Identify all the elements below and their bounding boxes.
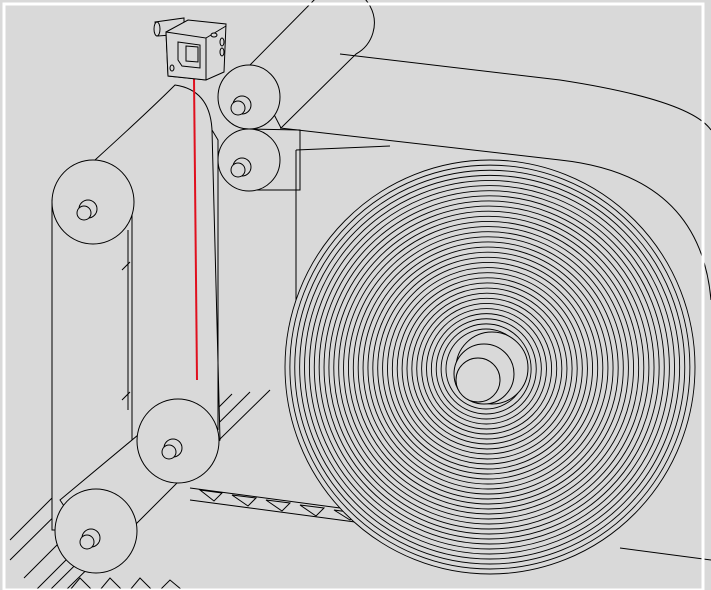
roll-turn: [343, 221, 634, 515]
roll-turn: [367, 246, 609, 490]
roll-turn: [406, 287, 568, 450]
roll-turn: [435, 318, 537, 420]
roll-turn: [426, 308, 547, 430]
roll-turn: [440, 323, 532, 415]
roll-turn: [391, 272, 583, 465]
web-column: [51, 84, 221, 531]
guide-roller-lower-left: [54, 488, 138, 574]
roll-turn: [430, 313, 542, 425]
roll-turn: [362, 241, 614, 495]
roll-turn: [347, 226, 629, 510]
roll-core: [453, 331, 529, 405]
roll-turn: [289, 164, 691, 570]
guide-roller-lower-middle: [136, 398, 220, 484]
roll-turn: [372, 251, 604, 485]
roll-turn: [357, 236, 619, 500]
roll-turn: [333, 210, 645, 525]
roll-turn: [308, 185, 670, 550]
roll-turn: [377, 256, 599, 480]
roll-turn: [299, 174, 681, 560]
conveyor-teeth: [69, 489, 357, 590]
roll-turn: [352, 231, 624, 505]
distance-sensor: [153, 17, 227, 81]
guide-roller-middle: [217, 128, 301, 192]
roll-turn: [294, 169, 686, 565]
roll-turn: [401, 282, 573, 455]
roll-turn: [318, 195, 660, 540]
roll-turn: [387, 267, 588, 470]
roll-turn: [328, 205, 650, 530]
roll-turn: [304, 180, 675, 555]
roll-turn: [396, 277, 578, 460]
roll-turn: [411, 292, 563, 445]
roll-turn: [416, 297, 558, 440]
guide-roller-left-top: [51, 159, 135, 245]
roll-turn: [421, 302, 553, 435]
roll-turn: [323, 200, 655, 535]
roll-turn: [382, 261, 594, 475]
laser-beam: [193, 77, 198, 381]
roll-turn: [313, 190, 665, 545]
guide-roller-upper: [217, 0, 375, 130]
roll-turn: [338, 215, 640, 520]
